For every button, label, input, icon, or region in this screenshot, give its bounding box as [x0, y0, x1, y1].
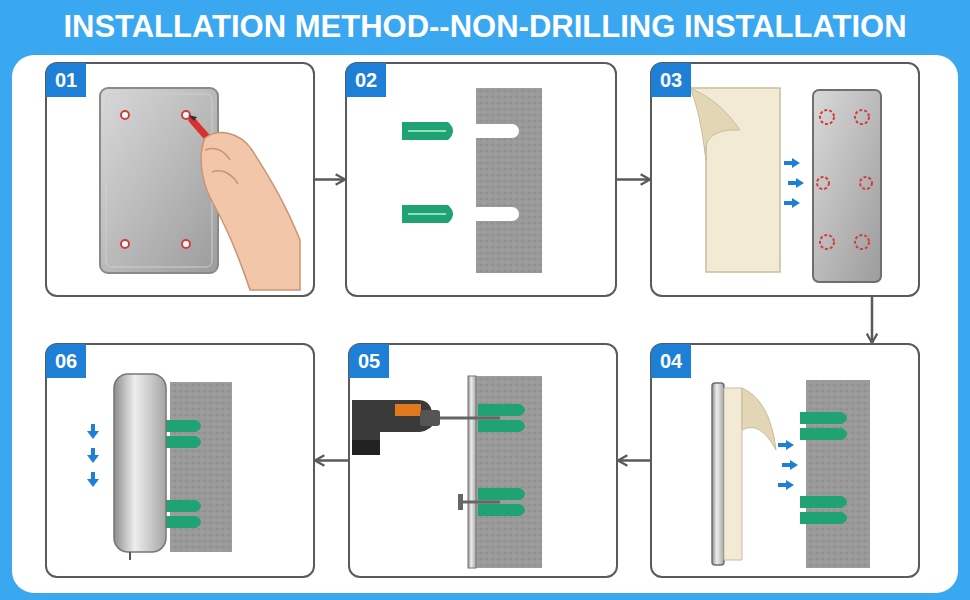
step6-hang-cabinet	[87, 374, 232, 560]
step3-adhesive-plate	[690, 88, 881, 282]
step-panel: 05	[348, 343, 618, 578]
step-number: 02	[346, 63, 386, 97]
step-number: 03	[651, 63, 691, 97]
step4-stick-plate	[712, 380, 870, 568]
step-panel: 04	[650, 343, 920, 578]
step-arrow	[315, 178, 345, 181]
step-number: 05	[349, 344, 389, 378]
step2-wall-anchors	[402, 88, 542, 273]
step-panel: 06	[45, 343, 315, 578]
step-arrow	[315, 459, 348, 462]
step5-drill-screws	[352, 376, 542, 568]
step-arrow	[618, 459, 650, 462]
step-panel: 01	[45, 62, 315, 297]
step-panel: 03	[650, 62, 920, 297]
step-arrow	[871, 297, 874, 343]
step-number: 04	[651, 344, 691, 378]
step-panel: 02	[345, 62, 617, 297]
step-number: 06	[46, 344, 86, 378]
step-arrow	[617, 178, 650, 181]
step1-plate	[100, 88, 218, 273]
step-number: 01	[46, 63, 86, 97]
content-ground	[12, 55, 958, 593]
page-title: INSTALLATION METHOD--NON-DRILLING INSTAL…	[0, 9, 970, 45]
hand-with-pencil	[188, 115, 300, 290]
